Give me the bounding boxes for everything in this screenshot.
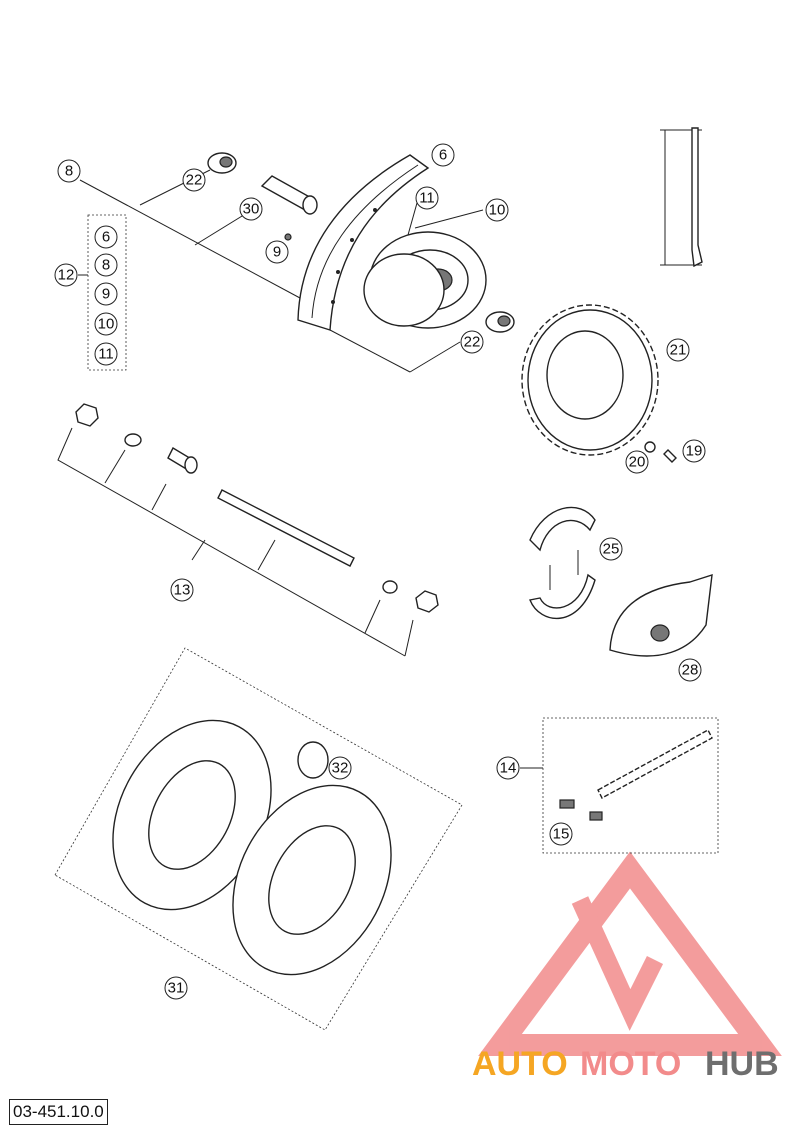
- svg-text:8: 8: [102, 257, 110, 274]
- bearing-lower: [485, 311, 515, 333]
- screw-9: [284, 233, 292, 241]
- washer-20: [644, 441, 656, 453]
- bearing-upper: [207, 152, 237, 174]
- svg-text:19: 19: [686, 443, 703, 460]
- svg-text:31: 31: [168, 980, 185, 997]
- callout-9: 9: [265, 240, 289, 264]
- rim: [297, 154, 430, 331]
- callout-21: 21: [666, 338, 690, 362]
- snap-ring: [297, 741, 329, 779]
- callout-13: 13: [170, 578, 194, 602]
- callout-19: 19: [682, 439, 706, 463]
- callout-25: 25: [599, 537, 623, 561]
- svg-text:6: 6: [439, 147, 447, 164]
- svg-text:8: 8: [65, 163, 73, 180]
- svg-text:11: 11: [98, 346, 114, 363]
- svg-text:21: 21: [670, 342, 687, 359]
- callout-14: 14: [496, 756, 520, 780]
- callout-28: 28: [678, 658, 702, 682]
- screw-19: [663, 449, 677, 463]
- watermark-text-hub: HUB: [705, 1045, 779, 1083]
- svg-text:12: 12: [58, 267, 75, 284]
- callout-kit-9: 9: [94, 282, 118, 306]
- chain-kit-box: [542, 717, 719, 854]
- callout-6: 6: [431, 143, 455, 167]
- watermark-text-auto: AUTO: [472, 1045, 568, 1083]
- svg-text:22: 22: [464, 334, 481, 351]
- svg-text:32: 32: [332, 760, 349, 777]
- svg-text:25: 25: [603, 541, 620, 558]
- callout-kit-6: 6: [94, 225, 118, 249]
- callout-kit-10: 10: [94, 312, 118, 336]
- brake-disc-back: [112, 719, 272, 911]
- svg-text:28: 28: [682, 662, 699, 679]
- callout-20: 20: [625, 450, 649, 474]
- callout-22-lower: 22: [460, 330, 484, 354]
- svg-text:10: 10: [489, 202, 506, 219]
- brake-plate: [609, 574, 713, 657]
- spacer-sleeve: [260, 175, 318, 215]
- callout-12: 12: [54, 263, 78, 287]
- rear-sprocket: [521, 304, 659, 456]
- hub: [363, 231, 487, 329]
- svg-text:6: 6: [102, 229, 110, 246]
- watermark-text: AUTO MOTO HUB: [472, 1045, 779, 1083]
- callout-10: 10: [485, 198, 509, 222]
- svg-text:13: 13: [174, 582, 191, 599]
- watermark-logo: [478, 851, 782, 1056]
- svg-text:9: 9: [273, 244, 281, 261]
- document-reference-number: 03-451.10.0: [9, 1099, 108, 1125]
- callout-8: 8: [57, 159, 81, 183]
- callout-30: 30: [239, 197, 263, 221]
- callout-kit-11: 11: [94, 342, 118, 366]
- watermark-text-moto: MOTO: [580, 1045, 681, 1083]
- svg-text:20: 20: [629, 454, 646, 471]
- svg-text:9: 9: [102, 286, 110, 303]
- brake-disc-front: [232, 784, 392, 976]
- callout-32: 32: [328, 756, 352, 780]
- svg-text:15: 15: [553, 826, 570, 843]
- chain: [559, 729, 713, 821]
- callout-11: 11: [415, 186, 439, 210]
- brake-shoes: [529, 506, 596, 620]
- callout-22-upper: 22: [182, 168, 206, 192]
- spoke: [660, 127, 703, 268]
- svg-text:14: 14: [500, 760, 517, 777]
- callout-31: 31: [164, 976, 188, 1000]
- axle-assembly: [57, 403, 439, 657]
- svg-text:10: 10: [98, 316, 115, 333]
- callout-kit-8: 8: [94, 253, 118, 277]
- svg-text:11: 11: [419, 190, 435, 207]
- svg-text:30: 30: [243, 201, 260, 218]
- callout-15: 15: [549, 822, 573, 846]
- svg-text:22: 22: [186, 172, 203, 189]
- kit-12-box: [87, 214, 127, 371]
